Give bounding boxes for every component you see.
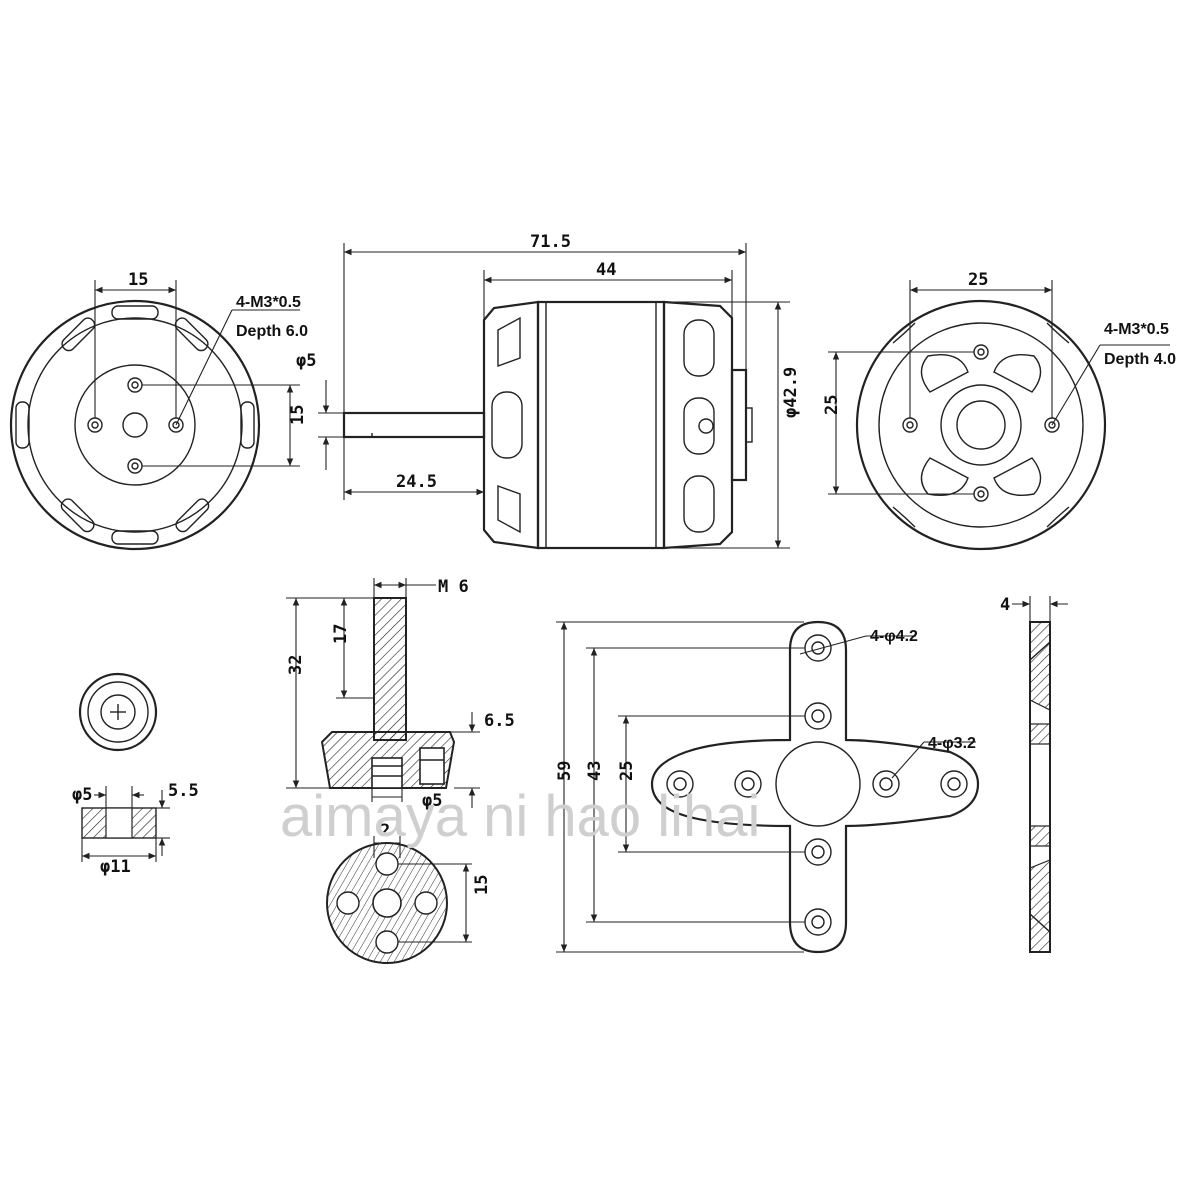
front-dim-right: 15 <box>288 405 308 425</box>
rear-view: 25 25 4-M3*0.5 Depth 4.0 <box>822 270 1176 551</box>
mount-inner-holes-span: 25 <box>617 761 637 781</box>
collar-width: 5.5 <box>168 781 199 801</box>
mount-outer-holes-span: 43 <box>585 761 605 781</box>
adapter-thread: M 6 <box>438 577 469 597</box>
rear-dim-left: 25 <box>822 395 842 415</box>
side-overall-length: 71.5 <box>530 232 571 252</box>
rear-note-depth: Depth 4.0 <box>1104 351 1176 368</box>
cross-mount: 59 43 25 4-φ4.2 4-φ3.2 <box>555 620 980 954</box>
adapter-base-height: 6.5 <box>484 711 515 731</box>
front-dim-top: 15 <box>128 270 148 290</box>
front-note-depth: Depth 6.0 <box>236 323 308 340</box>
side-body-length: 44 <box>596 260 616 280</box>
adapter-thread-length: 17 <box>331 624 351 644</box>
mount-outer-holes-note: 4-φ4.2 <box>870 628 918 645</box>
side-body-diameter: φ42.9 <box>781 367 801 418</box>
collar-inner-diameter: φ5 <box>72 785 92 805</box>
watermark: aimaya ni hao lihai <box>280 784 760 849</box>
adapter-top-dim: 2 <box>380 821 390 841</box>
mount-inner-holes-note: 4-φ3.2 <box>928 735 976 752</box>
adapter-overall-height: 32 <box>286 655 306 675</box>
mount-outer-span: 59 <box>555 761 575 781</box>
collar-outer-diameter: φ11 <box>100 857 131 877</box>
front-view: 15 15 4-M3*0.5 Depth 6.0 <box>9 270 308 551</box>
rear-note-thread: 4-M3*0.5 <box>1104 321 1169 338</box>
adapter-hole-spacing: 15 <box>472 875 492 895</box>
prop-adapter: M 6 32 17 6.5 φ5 2 15 <box>286 577 515 964</box>
collar-parts: φ5 5.5 φ11 <box>72 672 199 877</box>
side-shaft-extension: 24.5 <box>396 472 437 492</box>
rear-dim-top: 25 <box>968 270 988 290</box>
adapter-bore: φ5 <box>422 791 442 811</box>
front-note-thread: 4-M3*0.5 <box>236 294 301 311</box>
mount-section: 4 <box>1000 595 1068 953</box>
side-shaft-diameter: φ5 <box>296 351 316 371</box>
side-view: 71.5 44 φ5 24.5 φ42.9 <box>296 232 801 550</box>
mount-thickness: 4 <box>1000 595 1010 615</box>
